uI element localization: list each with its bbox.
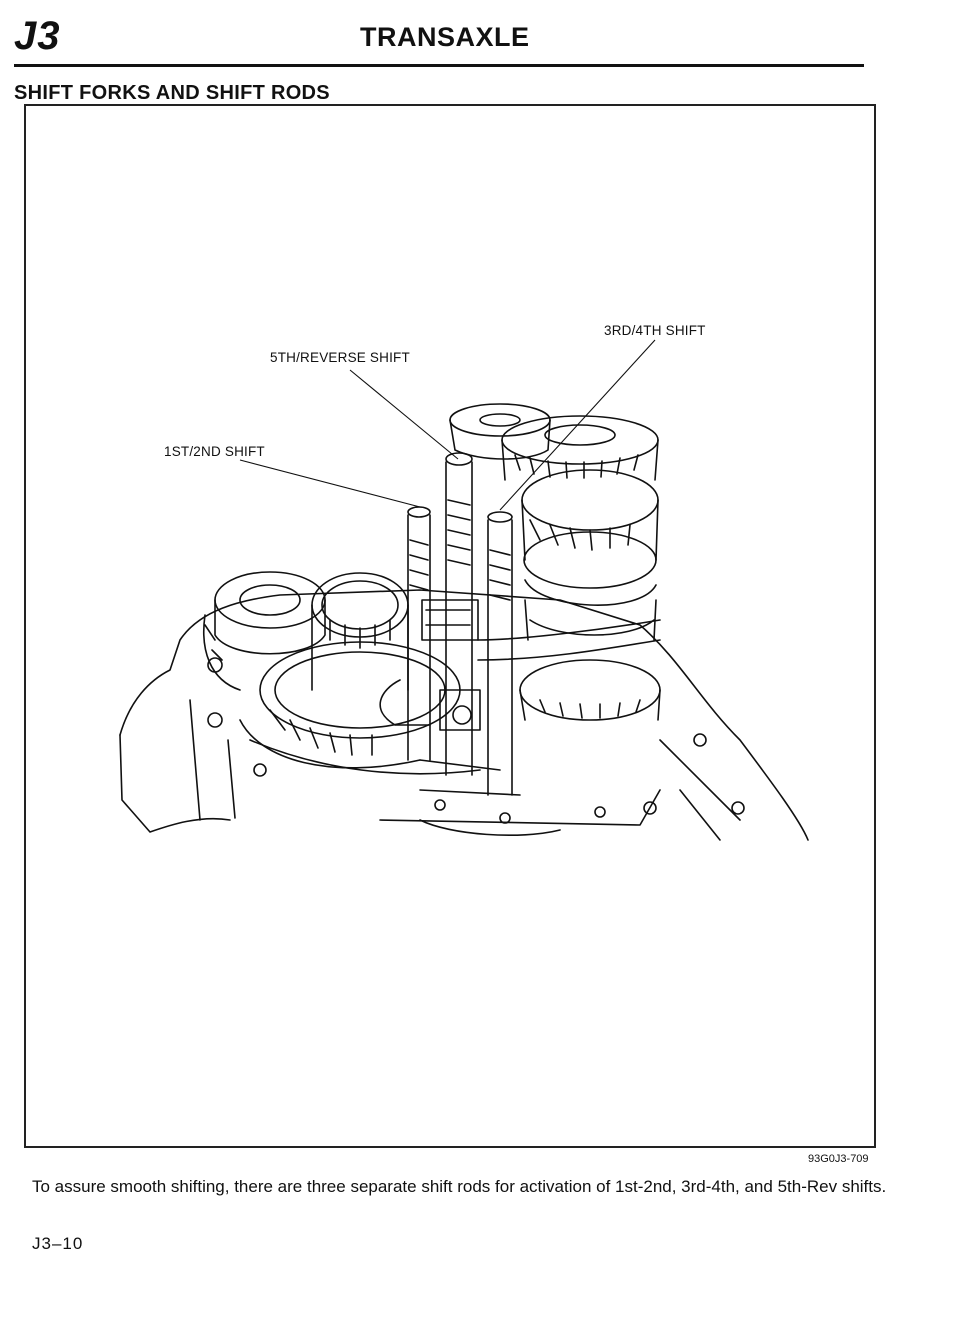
case-outline (119, 589, 809, 841)
section-title: SHIFT FORKS AND SHIFT RODS (14, 82, 330, 104)
leader-third-fourth (499, 339, 656, 511)
callout-5th-reverse-shift: 5TH/REVERSE SHIFT (270, 350, 410, 365)
leader-fifth-reverse (349, 369, 459, 460)
callout-1st-2nd-shift: 1ST/2ND SHIFT (164, 444, 265, 459)
header-rule (14, 64, 864, 67)
figure-code: 93G0J3-709 (808, 1153, 869, 1165)
callout-3rd-4th-shift: 3RD/4TH SHIFT (604, 323, 706, 338)
leader-first-second (239, 459, 421, 508)
figure-frame (24, 104, 876, 1148)
figure-caption: To assure smooth shifting, there are thr… (32, 1177, 887, 1196)
section-code: J3 (14, 14, 61, 58)
header-title: TRANSAXLE (360, 22, 530, 52)
page-number: J3–10 (32, 1234, 84, 1253)
